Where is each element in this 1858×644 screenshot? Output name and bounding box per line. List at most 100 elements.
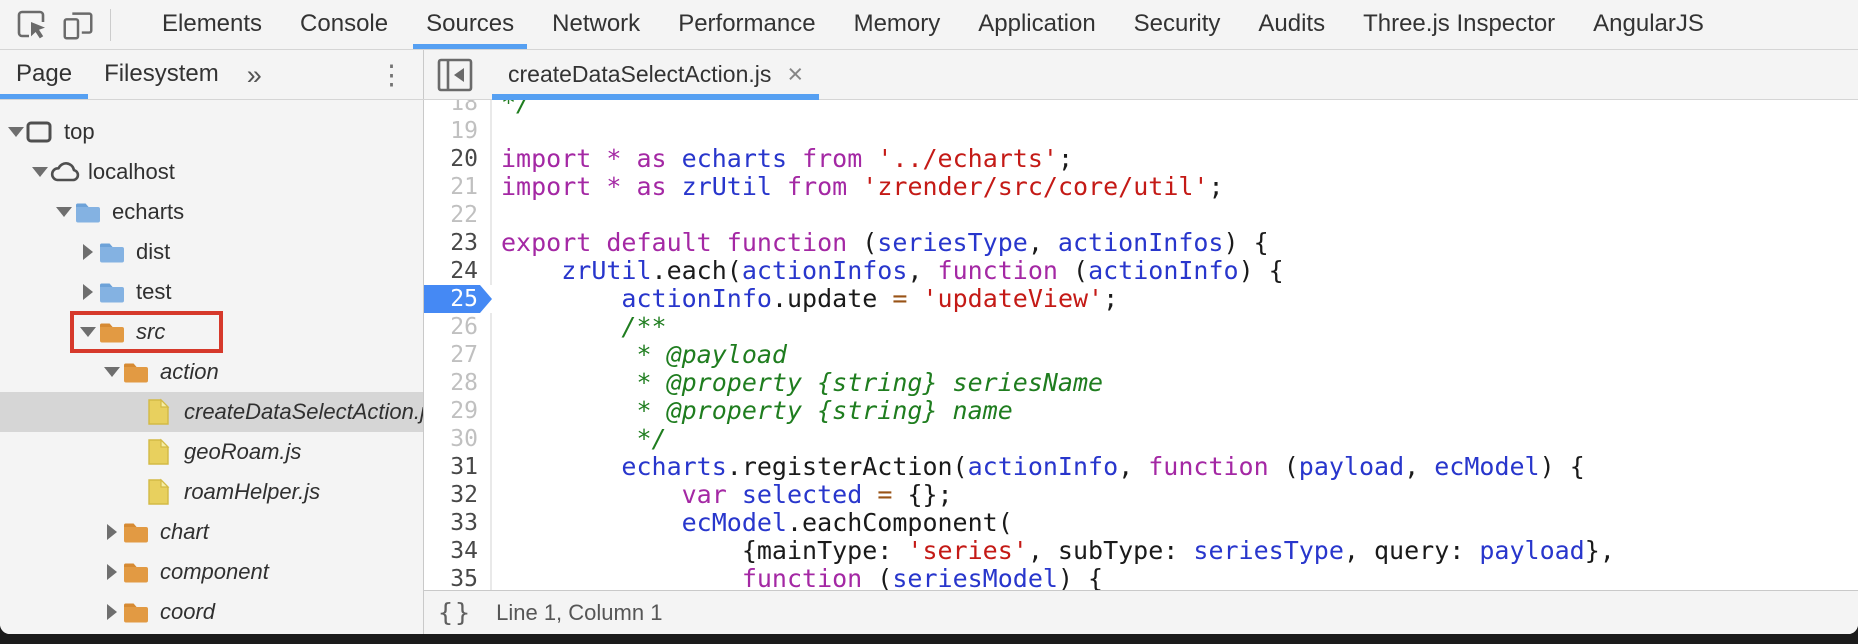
disclosure-collapsed-icon[interactable] (78, 284, 98, 300)
disclosure-collapsed-icon[interactable] (78, 244, 98, 260)
tab-elements[interactable]: Elements (147, 0, 277, 49)
code-line[interactable]: 19 (424, 117, 1858, 145)
code-token: * @property {string} seriesName (621, 368, 1103, 397)
code-line[interactable]: 18*/ (424, 100, 1858, 117)
tab-console[interactable]: Console (285, 0, 403, 49)
tree-item-action[interactable]: action (0, 352, 423, 392)
navigator-tab-filesystem[interactable]: Filesystem (88, 50, 235, 99)
tree-item-localhost[interactable]: localhost (0, 152, 423, 192)
tree-item-test[interactable]: test (0, 272, 423, 312)
tree-item-label: action (160, 359, 219, 385)
tab-network[interactable]: Network (537, 0, 655, 49)
device-toolbar-icon[interactable] (60, 7, 96, 43)
file-tab[interactable]: createDataSelectAction.js × (492, 50, 819, 99)
breakpoint-marker[interactable]: 25 (424, 285, 492, 313)
code-line[interactable]: 31 echarts.registerAction(actionInfo, fu… (424, 453, 1858, 481)
code-line[interactable]: 33 ecModel.eachComponent( (424, 509, 1858, 537)
line-number[interactable]: 27 (424, 341, 492, 369)
code-line[interactable]: 32 var selected = {}; (424, 481, 1858, 509)
line-number[interactable]: 29 (424, 397, 492, 425)
line-number[interactable]: 21 (424, 173, 492, 201)
code-line[interactable]: 25 actionInfo.update = 'updateView'; (424, 285, 1858, 313)
navigator-menu-button[interactable]: ⋮ (378, 51, 405, 99)
code-text: function (seriesModel) { (492, 565, 1103, 590)
code-line[interactable]: 29 * @property {string} name (424, 397, 1858, 425)
cloud-icon (50, 158, 80, 186)
disclosure-expanded-icon[interactable] (30, 167, 50, 177)
line-number[interactable]: 28 (424, 369, 492, 397)
pretty-print-button[interactable]: {} (438, 598, 472, 627)
code-line[interactable]: 24 zrUtil.each(actionInfos, function (ac… (424, 257, 1858, 285)
code-line[interactable]: 22 (424, 201, 1858, 229)
tree-item-src[interactable]: src (0, 312, 423, 352)
code-token: ; (1058, 144, 1073, 173)
line-number[interactable]: 22 (424, 201, 492, 229)
content-area: toplocalhostechartsdisttestsrc action crea… (0, 100, 1858, 634)
tab-audits[interactable]: Audits (1243, 0, 1340, 49)
line-number[interactable]: 23 (424, 229, 492, 257)
line-number[interactable]: 26 (424, 313, 492, 341)
toggle-navigator-icon[interactable] (436, 57, 474, 93)
disclosure-expanded-icon[interactable] (102, 367, 122, 377)
navigator-tab-page[interactable]: Page (0, 50, 88, 99)
tab-memory[interactable]: Memory (839, 0, 956, 49)
tree-item-chart[interactable]: chart (0, 512, 423, 552)
code-token: actionInfos (742, 256, 908, 285)
tab-sources[interactable]: Sources (411, 0, 529, 49)
file-tree: toplocalhostechartsdisttestsrc action crea… (0, 112, 423, 632)
tree-item-component[interactable]: component (0, 552, 423, 592)
code-token: actionInfos (1058, 228, 1224, 257)
tree-item-roamhelper-js[interactable]: roamHelper.js (0, 472, 423, 512)
file-tab-close-icon[interactable]: × (787, 61, 803, 88)
tree-item-dist[interactable]: dist (0, 232, 423, 272)
code-token: ( (1058, 256, 1088, 285)
code-token: .registerAction( (727, 452, 968, 481)
disclosure-expanded-icon[interactable] (6, 127, 26, 137)
code-line[interactable]: 23export default function (seriesType, a… (424, 229, 1858, 257)
code-line[interactable]: 27 * @payload (424, 341, 1858, 369)
file-js-icon (146, 478, 176, 506)
inspect-element-icon[interactable] (14, 7, 50, 43)
line-number[interactable]: 24 (424, 257, 492, 285)
code-line[interactable]: 21import * as zrUtil from 'zrender/src/c… (424, 173, 1858, 201)
code-area[interactable]: 18*/1920import * as echarts from '../ech… (424, 100, 1858, 590)
code-line[interactable]: 20import * as echarts from '../echarts'; (424, 145, 1858, 173)
disclosure-collapsed-icon[interactable] (102, 564, 122, 580)
code-token: .update (772, 284, 892, 313)
code-line[interactable]: 35 function (seriesModel) { (424, 565, 1858, 590)
line-number[interactable]: 19 (424, 117, 492, 145)
code-line[interactable]: 34 {mainType: 'series', subType: seriesT… (424, 537, 1858, 565)
tree-item-georoam-js[interactable]: geoRoam.js (0, 432, 423, 472)
disclosure-expanded-icon[interactable] (78, 327, 98, 337)
tab-three-js-inspector[interactable]: Three.js Inspector (1348, 0, 1570, 49)
line-number[interactable]: 30 (424, 425, 492, 453)
tab-performance[interactable]: Performance (663, 0, 830, 49)
disclosure-collapsed-icon[interactable] (102, 524, 122, 540)
tab-angularjs[interactable]: AngularJS (1578, 0, 1719, 49)
tree-item-top[interactable]: top (0, 112, 423, 152)
code-line[interactable]: 26 /** (424, 313, 1858, 341)
code-token: actionInfo (1088, 256, 1239, 285)
code-token: * @payload (621, 340, 787, 369)
code-token (501, 284, 621, 313)
line-number[interactable]: 33 (424, 509, 492, 537)
tree-item-echarts[interactable]: echarts (0, 192, 423, 232)
code-token: function (742, 564, 862, 590)
tree-item-createdataselectaction-js[interactable]: createDataSelectAction.js (0, 392, 423, 432)
line-number[interactable]: 34 (424, 537, 492, 565)
tab-security[interactable]: Security (1119, 0, 1236, 49)
line-number[interactable]: 20 (424, 145, 492, 173)
code-line[interactable]: 30 */ (424, 425, 1858, 453)
tab-application[interactable]: Application (963, 0, 1110, 49)
code-token: '../echarts' (877, 144, 1058, 173)
line-number[interactable]: 18 (424, 100, 492, 117)
line-number[interactable]: 32 (424, 481, 492, 509)
line-number[interactable]: 35 (424, 565, 492, 590)
tree-item-coord[interactable]: coord (0, 592, 423, 632)
code-token (501, 452, 621, 481)
disclosure-collapsed-icon[interactable] (102, 604, 122, 620)
line-number[interactable]: 31 (424, 453, 492, 481)
disclosure-expanded-icon[interactable] (54, 207, 74, 217)
code-line[interactable]: 28 * @property {string} seriesName (424, 369, 1858, 397)
tabs-overflow-chevron[interactable]: » (235, 51, 274, 99)
